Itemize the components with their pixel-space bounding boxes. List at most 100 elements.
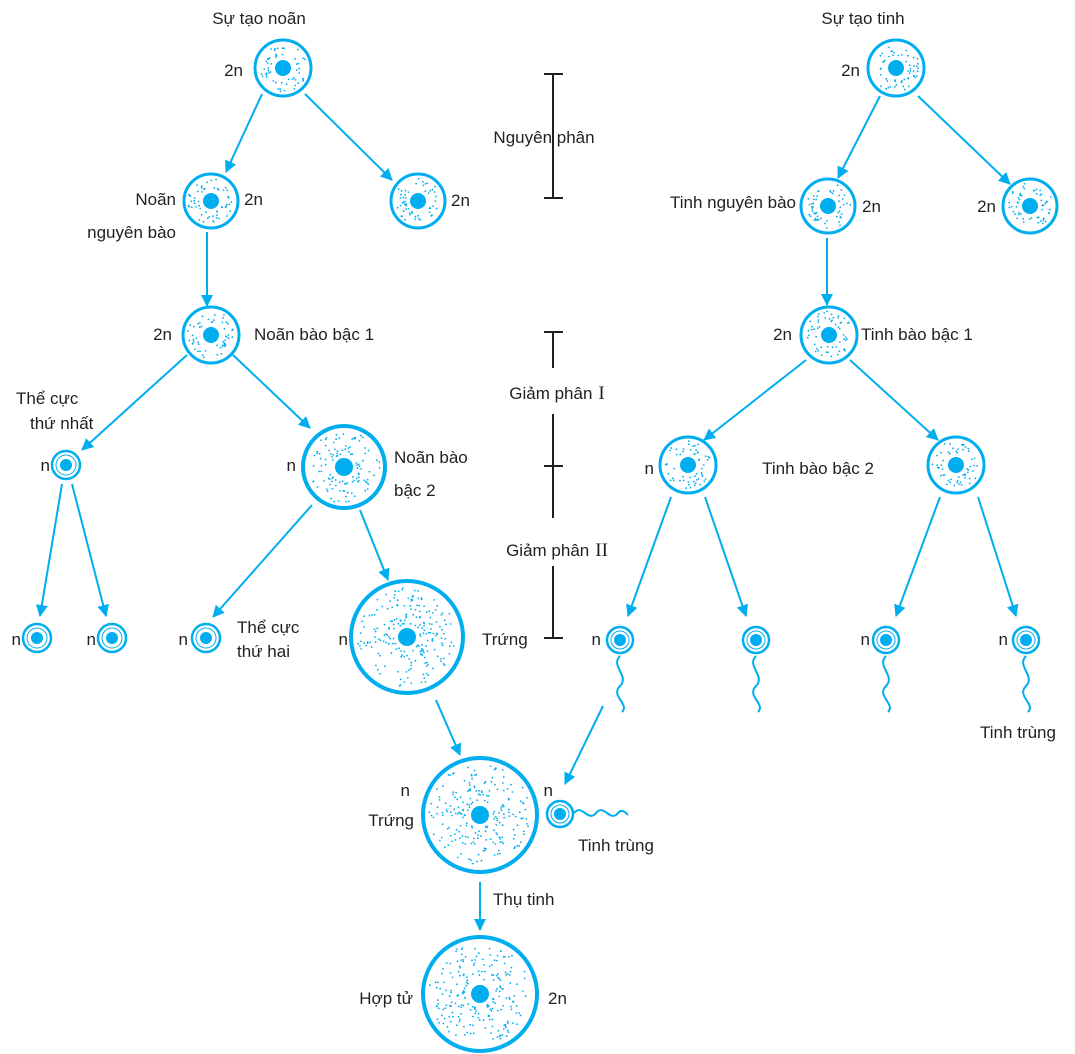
egg-cell-cytoplasm-dot bbox=[432, 612, 434, 614]
zygote-cell-cytoplasm-dot bbox=[508, 996, 511, 999]
zygote-cell-cytoplasm-dot bbox=[499, 1034, 501, 1037]
spermatogonium-cell-cytoplasm-dot bbox=[807, 197, 810, 200]
spermatogonium-cell-cytoplasm-dot bbox=[843, 194, 846, 197]
fertilization-egg-cell-cytoplasm-dot bbox=[503, 813, 505, 816]
primary-spermatocyte-cell-cytoplasm-dot bbox=[844, 336, 847, 338]
arrow-to-egg bbox=[359, 509, 390, 581]
fertilization-egg-cell-cytoplasm-dot bbox=[502, 803, 504, 806]
egg-cell-cytoplasm-dot bbox=[416, 604, 419, 607]
fertilization-egg-cell-cytoplasm-dot bbox=[506, 787, 509, 790]
secondary-spermatocyte-right-cell-cytoplasm-dot bbox=[974, 477, 977, 480]
egg-cell-cytoplasm-dot bbox=[423, 629, 426, 632]
oogonium-sister-cell-cytoplasm-dot bbox=[435, 195, 438, 198]
spermatogonium-cell-cytoplasm-dot bbox=[842, 203, 845, 206]
secondary-spermatocyte-right-cell-cytoplasm-dot bbox=[962, 448, 964, 451]
fertilization-egg-cell-cytoplasm-dot bbox=[436, 788, 438, 790]
egg-cell-cytoplasm-dot bbox=[408, 669, 410, 671]
zygote-cell-cytoplasm-dot bbox=[499, 1037, 502, 1040]
second-polar-body-cell bbox=[190, 622, 222, 654]
oogonium-cell-cytoplasm-dot bbox=[216, 214, 218, 217]
oogonium-cell-cytoplasm-dot bbox=[217, 217, 220, 220]
egg-cell-cytoplasm-dot bbox=[403, 650, 406, 653]
oogonium-cell-cytoplasm-dot bbox=[190, 200, 193, 203]
secondary-oocyte-cell-cytoplasm-dot bbox=[335, 438, 337, 441]
sperm-4-head bbox=[1011, 625, 1041, 655]
secondary-oocyte-cell-cytoplasm-dot bbox=[322, 480, 325, 482]
primary-spermatocyte-cell-cytoplasm-dot bbox=[830, 313, 833, 316]
sperm-2-head bbox=[741, 625, 771, 655]
fertilization-egg-cell-cytoplasm-dot bbox=[482, 850, 485, 852]
sperm-1-head bbox=[605, 625, 635, 655]
oogenesis-primordial-cell-cytoplasm-dot bbox=[267, 67, 270, 69]
secondary-spermatocyte-left-cell bbox=[658, 435, 718, 495]
primary-oocyte-cell-cytoplasm-dot bbox=[204, 349, 207, 352]
spermatogonium-sister-cell-cytoplasm-dot bbox=[1030, 217, 1033, 219]
egg-cell-cytoplasm-dot bbox=[396, 599, 399, 602]
oogenesis-primordial-cell-cytoplasm-dot bbox=[293, 88, 296, 90]
fertilization-egg-cell bbox=[421, 756, 539, 874]
zygote-cell-cytoplasm-dot bbox=[477, 1016, 480, 1019]
secondary-oocyte-cell-cytoplasm-dot bbox=[355, 477, 358, 480]
secondary-spermatocyte-left-cell-cytoplasm-dot bbox=[679, 479, 681, 482]
zygote-cell-cytoplasm-dot bbox=[450, 1001, 453, 1004]
zygote-cell-cytoplasm-dot bbox=[451, 976, 454, 979]
secondary-spermatocyte-left-cell-cytoplasm-dot bbox=[682, 479, 685, 482]
primary-spermatocyte-cell-cytoplasm-dot bbox=[846, 338, 848, 340]
secondary-oocyte-cell bbox=[301, 424, 387, 510]
oogonium-cell-cytoplasm-dot bbox=[190, 206, 193, 209]
oogonium-cell-cytoplasm-dot bbox=[212, 220, 215, 222]
arrow-to-secondary-spermatocyte-right bbox=[849, 359, 939, 441]
polar-body-a-cell-nucleus bbox=[31, 632, 43, 644]
oogenesis-primordial-cell-cytoplasm-dot bbox=[302, 57, 304, 59]
egg-cell-cytoplasm-dot bbox=[415, 645, 418, 648]
fertilization-egg-cell-cytoplasm-dot bbox=[501, 824, 504, 827]
oogenesis-primordial-cell-cytoplasm-dot bbox=[270, 48, 272, 50]
zygote-cell-cytoplasm-dot bbox=[458, 1020, 461, 1023]
arrow-polar-split-left bbox=[35, 483, 63, 617]
secondary-spermatocyte-right-cell-cytoplasm-dot bbox=[966, 471, 969, 474]
zygote-cell-cytoplasm-dot bbox=[513, 994, 516, 997]
fertilization-egg-cell-cytoplasm-dot bbox=[519, 841, 522, 844]
zygote-cell-cytoplasm-dot bbox=[490, 1032, 492, 1034]
secondary-oocyte-cell-cytoplasm-dot bbox=[352, 437, 355, 439]
zygote-cell-cytoplasm-dot bbox=[436, 1018, 439, 1021]
spermatogenesis-primordial-cell-cytoplasm-dot bbox=[913, 64, 915, 67]
sperm-3-head-inner-ring bbox=[876, 630, 896, 650]
spermatogonium-cell-cytoplasm-dot bbox=[815, 211, 818, 214]
secondary-oocyte-cell-cytoplasm-dot bbox=[357, 463, 360, 466]
fertilization-egg-cell-cytoplasm-dot bbox=[512, 837, 515, 840]
fertilization-egg-cell-cytoplasm-dot bbox=[473, 785, 476, 788]
primary-spermatocyte-cell-cytoplasm-dot bbox=[834, 323, 837, 326]
egg-cell-cytoplasm-dot bbox=[398, 685, 401, 687]
secondary-spermatocyte-left-cell-cytoplasm-dot bbox=[701, 473, 703, 476]
zygote-cell-cytoplasm-dot bbox=[437, 1007, 440, 1010]
spermatogonium-sister-cell-cytoplasm-dot bbox=[1046, 200, 1048, 203]
oogonium-cell-cytoplasm-dot bbox=[200, 185, 203, 188]
zygote-cell-cytoplasm-dot bbox=[465, 981, 468, 984]
secondary-oocyte-cell-cytoplasm-dot bbox=[336, 450, 339, 453]
fertilization-egg-cell-cytoplasm-dot bbox=[430, 802, 433, 805]
egg-cell-cytoplasm-dot bbox=[405, 671, 408, 673]
oogonium-sister-cell-cytoplasm-dot bbox=[404, 189, 407, 192]
fertilization-egg-cell-cytoplasm-dot bbox=[468, 789, 470, 791]
oogenesis-primordial-cell-cytoplasm-dot bbox=[280, 81, 283, 84]
secondary-oocyte-cell-cytoplasm-dot bbox=[316, 486, 319, 488]
spermatogonium-sister-cell-cytoplasm-dot bbox=[1018, 211, 1020, 214]
secondary-spermatocyte-left-cell-cytoplasm-dot bbox=[689, 486, 692, 489]
spermatogenesis-primordial-cell-cytoplasm-dot bbox=[895, 84, 898, 86]
spermatogenesis-primordial-cell-cytoplasm-dot bbox=[894, 86, 896, 88]
oogenesis-primordial-cell-cytoplasm-dot bbox=[291, 78, 294, 80]
oogonium-sister-cell-cytoplasm-dot bbox=[429, 189, 431, 192]
fertilization-egg-cell-cytoplasm-dot bbox=[467, 790, 469, 792]
primary-oocyte-cell-cytoplasm-dot bbox=[193, 325, 195, 328]
fertilization-egg-cell-cytoplasm-dot bbox=[453, 808, 455, 811]
zygote-cell-cytoplasm-dot bbox=[487, 1014, 490, 1017]
egg-cell-cytoplasm-dot bbox=[421, 627, 423, 630]
spermatogonium-cell-cytoplasm-dot bbox=[811, 208, 814, 210]
arrow-primordial-to-oogonium bbox=[225, 93, 263, 173]
secondary-oocyte-cell-cytoplasm-dot bbox=[344, 445, 347, 447]
secondary-spermatocyte-left-cell-cytoplasm-dot bbox=[688, 483, 690, 486]
secondary-spermatocyte-right-cell-cytoplasm-dot bbox=[968, 477, 971, 480]
zygote-cell-cytoplasm-dot bbox=[466, 1031, 469, 1034]
